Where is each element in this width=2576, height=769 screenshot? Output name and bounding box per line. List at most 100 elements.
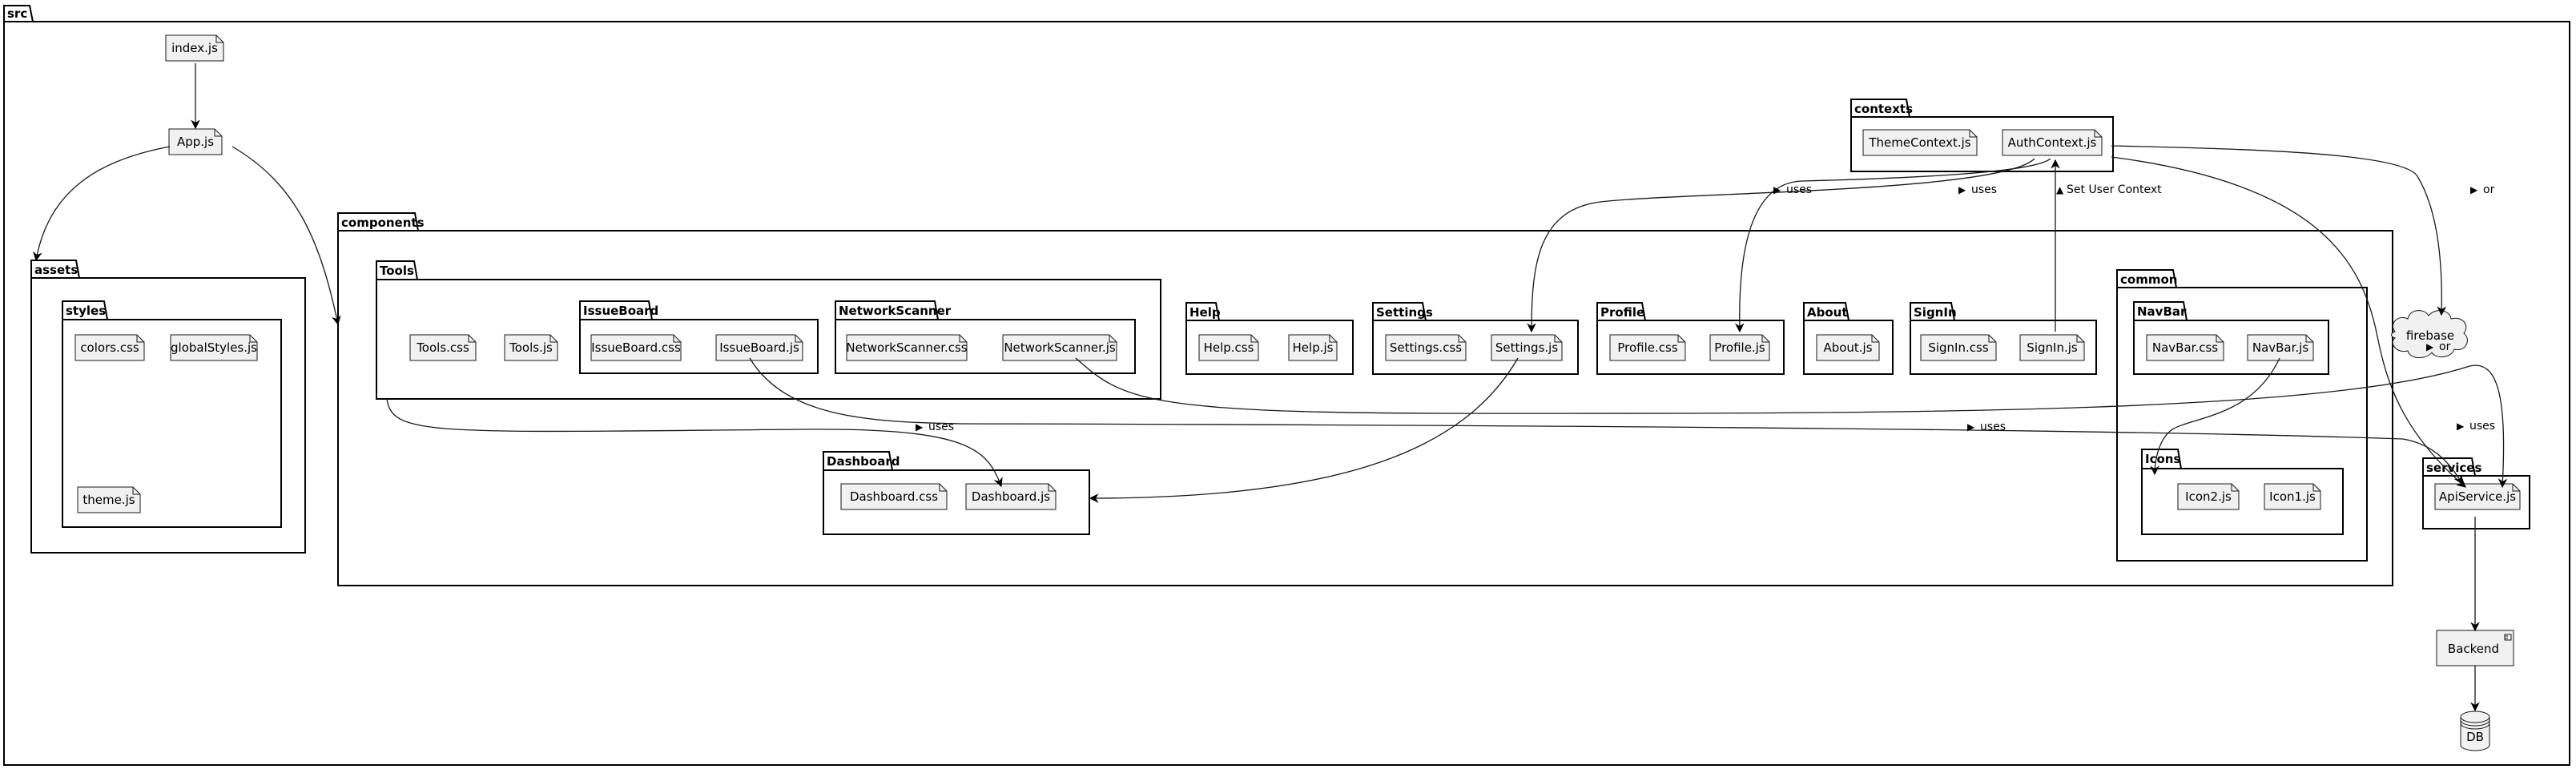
file-node-theme: theme.js xyxy=(77,486,141,513)
package-contexts: contexts xyxy=(1850,99,2114,172)
backend-label: Backend xyxy=(2448,642,2499,656)
file-fold-corner xyxy=(959,335,967,343)
package-label: styles xyxy=(66,304,106,318)
direction-arrow-icon: ▶ xyxy=(1773,184,1781,195)
file-node-toolsjs: Tools.js xyxy=(504,334,558,361)
file-node-icon1: Icon1.js xyxy=(2264,483,2321,510)
file-fold-corner xyxy=(2305,335,2313,343)
file-node-app: App.js xyxy=(168,128,223,155)
package-icons: Icons xyxy=(2141,449,2344,535)
file-node-profilecss: Profile.css xyxy=(1609,334,1686,361)
edge-tools-to-dashboard xyxy=(386,398,1003,488)
edge-label-text: uses xyxy=(2469,420,2495,433)
file-fold-corner xyxy=(2094,130,2102,138)
file-label: Tools.js xyxy=(509,340,553,355)
file-icon xyxy=(77,486,141,513)
file-fold-corner xyxy=(939,484,947,492)
file-label: Icon1.js xyxy=(2269,489,2316,504)
file-node-dashboardjs: Dashboard.js xyxy=(965,483,1057,510)
file-node-helpjs: Help.js xyxy=(1288,334,1338,361)
file-label: Profile.js xyxy=(1714,340,1765,355)
file-node-aboutjs: About.js xyxy=(1816,334,1880,361)
file-fold-corner xyxy=(795,335,803,343)
file-label: NetworkScanner.css xyxy=(846,340,967,355)
db-database-node: DB xyxy=(2460,711,2490,751)
edge-label-set-user-context: ▲ Set User Context xyxy=(2056,183,2162,196)
edge-label-text: uses xyxy=(1980,421,2006,433)
file-node-apiservice: ApiService.js xyxy=(2434,483,2521,510)
package-common: common xyxy=(2116,269,2368,562)
package-label: components xyxy=(341,215,425,230)
file-icon xyxy=(2002,129,2103,156)
direction-arrow-icon: ▶ xyxy=(1967,421,1975,433)
edge-authcontext-to-profile xyxy=(1734,158,2051,333)
package-profile: Profile xyxy=(1596,302,1785,375)
package-navbar: NavBar xyxy=(2133,301,2329,375)
package-label: IssueBoard xyxy=(583,304,658,318)
edge-label-uses-profile: ▶ uses xyxy=(1958,183,1997,196)
package-label: assets xyxy=(34,263,78,277)
package-label: Tools xyxy=(380,264,414,278)
file-fold-corner xyxy=(2216,335,2224,343)
edge-authcontext-to-apiservice xyxy=(2111,156,2466,488)
file-node-issueboardcss: IssueBoard.css xyxy=(590,334,682,361)
package-src: src xyxy=(3,5,2570,766)
package-styles: styles xyxy=(62,300,282,528)
file-node-netscanjs: NetworkScanner.js xyxy=(1002,334,1117,361)
edge-app-to-components xyxy=(231,146,341,326)
edge-app-to-assets xyxy=(33,146,171,262)
file-icon xyxy=(2177,483,2240,510)
file-icon xyxy=(1002,334,1117,361)
db-label: DB xyxy=(2466,730,2484,744)
file-fold-corner xyxy=(2231,484,2239,492)
edge-label-text: uses xyxy=(1786,183,1812,196)
file-label: Profile.css xyxy=(1617,340,1677,355)
file-node-dashboardcss: Dashboard.css xyxy=(840,483,948,510)
file-icon xyxy=(840,483,948,510)
file-fold-corner xyxy=(1458,335,1466,343)
file-fold-corner xyxy=(1677,335,1685,343)
package-label: SignIn xyxy=(1914,305,1957,320)
package-tools: Tools xyxy=(376,260,1161,400)
file-label: SignIn.js xyxy=(2027,340,2078,355)
firebase-label: firebase xyxy=(2406,328,2454,343)
file-icon xyxy=(1198,334,1259,361)
file-icon xyxy=(165,34,224,62)
file-fold-corner xyxy=(1554,335,1562,343)
file-node-icon2: Icon2.js xyxy=(2177,483,2240,510)
file-label: Settings.css xyxy=(1390,340,1462,355)
package-label: Help xyxy=(1189,305,1221,320)
file-fold-corner xyxy=(1871,335,1879,343)
file-label: ThemeContext.js xyxy=(1868,135,1970,150)
package-label: NetworkScanner xyxy=(839,304,952,318)
edge-label-text: or xyxy=(2483,183,2495,196)
edge-label-uses-settings: ▶ uses xyxy=(1773,183,1812,196)
file-label: theme.js xyxy=(83,493,135,507)
package-components: components xyxy=(337,212,2393,586)
direction-arrow-icon: ▶ xyxy=(2457,421,2465,432)
file-icon xyxy=(1920,334,1997,361)
edge-authcontext-to-firebase xyxy=(2111,145,2447,316)
file-icon xyxy=(170,334,258,361)
package-dashboard: Dashboard xyxy=(823,451,1090,535)
file-label: Dashboard.css xyxy=(850,489,938,504)
file-node-settingscss: Settings.css xyxy=(1385,334,1467,361)
direction-arrow-icon: ▶ xyxy=(1958,184,1966,195)
file-label: NavBar.js xyxy=(2252,340,2308,355)
package-services: services xyxy=(2422,457,2530,529)
package-settings: Settings xyxy=(1372,302,1579,375)
edge-label-uses-dashboard: ▶ uses xyxy=(916,421,954,433)
file-icon xyxy=(2264,483,2321,510)
file-node-signincss: SignIn.css xyxy=(1920,334,1997,361)
file-label: SignIn.css xyxy=(1928,340,1988,355)
file-fold-corner xyxy=(1761,335,1769,343)
file-fold-corner xyxy=(136,335,144,343)
package-label: Profile xyxy=(1600,305,1644,320)
direction-arrow-icon: ▶ xyxy=(2426,341,2434,352)
file-icon xyxy=(1385,334,1467,361)
file-label: index.js xyxy=(171,41,218,55)
edge-label-text: uses xyxy=(1971,183,1997,196)
file-fold-corner xyxy=(132,487,140,495)
file-node-netscancss: NetworkScanner.css xyxy=(846,334,968,361)
file-icon xyxy=(965,483,1057,510)
